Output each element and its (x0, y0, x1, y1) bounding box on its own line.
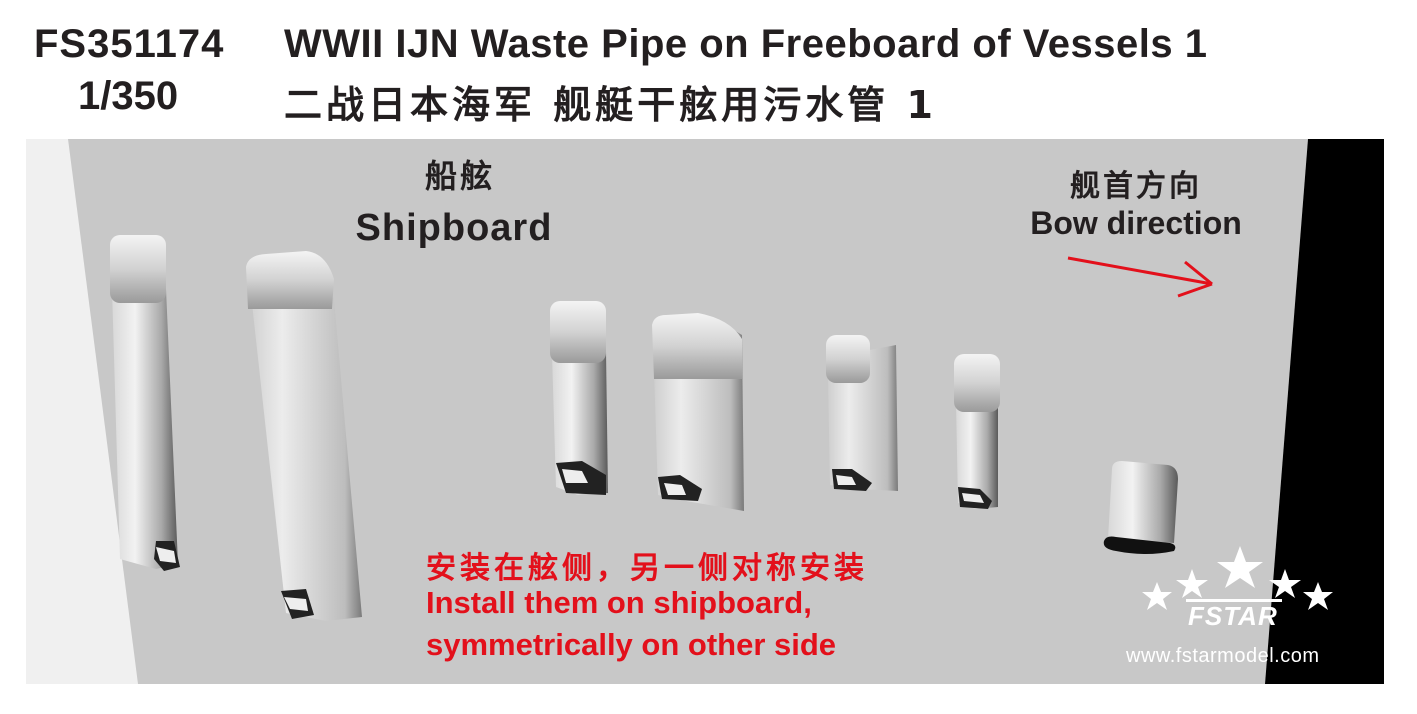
title-chinese: 二战日本海军 舰艇干舷用污水管 1 (284, 83, 937, 127)
scale-label: 1/350 (78, 74, 179, 118)
shipboard-label: Shipboard (355, 207, 553, 249)
title-english: WWII IJN Waste Pipe on Freeboard of Vess… (284, 22, 1208, 66)
install-note-line-2: symmetrically on other side (426, 627, 837, 662)
diagram-panel: 船舷 Shipboard 舰首方向 Bow direction 安装在舷侧，另一… (26, 139, 1384, 684)
website-url: www.fstarmodel.com (1126, 645, 1320, 667)
install-note-line-1: Install them on shipboard, (426, 585, 812, 620)
install-note-chinese: 安装在舷侧，另一侧对称安装 (426, 551, 868, 586)
shipboard-label-chinese: 船舷 (424, 157, 495, 195)
stars-logo-icon (1142, 546, 1333, 610)
bow-direction-label: Bow direction (1030, 205, 1242, 241)
waste-pipe-5 (826, 335, 898, 491)
bow-direction-label-chinese: 舰首方向 (1070, 169, 1202, 204)
waste-pipe-3 (550, 301, 608, 495)
hull-render (26, 139, 1384, 684)
product-code: FS351174 (34, 22, 225, 66)
waste-pipe-2 (246, 251, 362, 621)
waste-pipe-cap-7 (1103, 461, 1178, 554)
waste-pipe-1 (110, 235, 180, 571)
right-arrow-icon (1067, 256, 1213, 298)
waste-pipe-4 (652, 313, 744, 511)
brand-logo-text: FSTAR (1188, 601, 1278, 631)
waste-pipe-6 (954, 354, 1000, 509)
